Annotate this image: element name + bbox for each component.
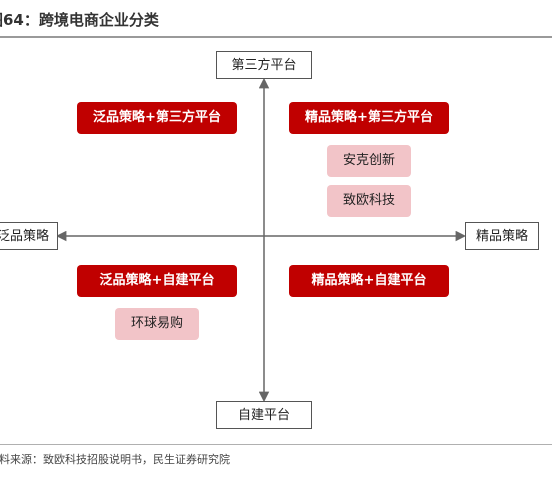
quadrant-top-left-label: 泛品策略+第三方平台 [77,102,237,134]
company-zhiou: 致欧科技 [327,185,411,217]
axis-label-bottom: 自建平台 [216,401,312,429]
quadrant-bottom-right-label: 精品策略+自建平台 [289,265,449,297]
quadrant-top-right-label: 精品策略+第三方平台 [289,102,449,134]
axis-label-left: 泛品策略 [0,222,58,250]
quadrant-bottom-left-label: 泛品策略+自建平台 [77,265,237,297]
figure-title: 图64：跨境电商企业分类 [0,11,159,29]
source-rule [0,444,552,445]
title-rule [0,36,552,38]
axis-label-top: 第三方平台 [216,51,312,79]
axis-label-right: 精品策略 [465,222,539,250]
company-anker: 安克创新 [327,145,411,177]
source-note: 资料来源：致欧科技招股说明书，民生证券研究院 [0,453,230,466]
company-globalegrow: 环球易购 [115,308,199,340]
